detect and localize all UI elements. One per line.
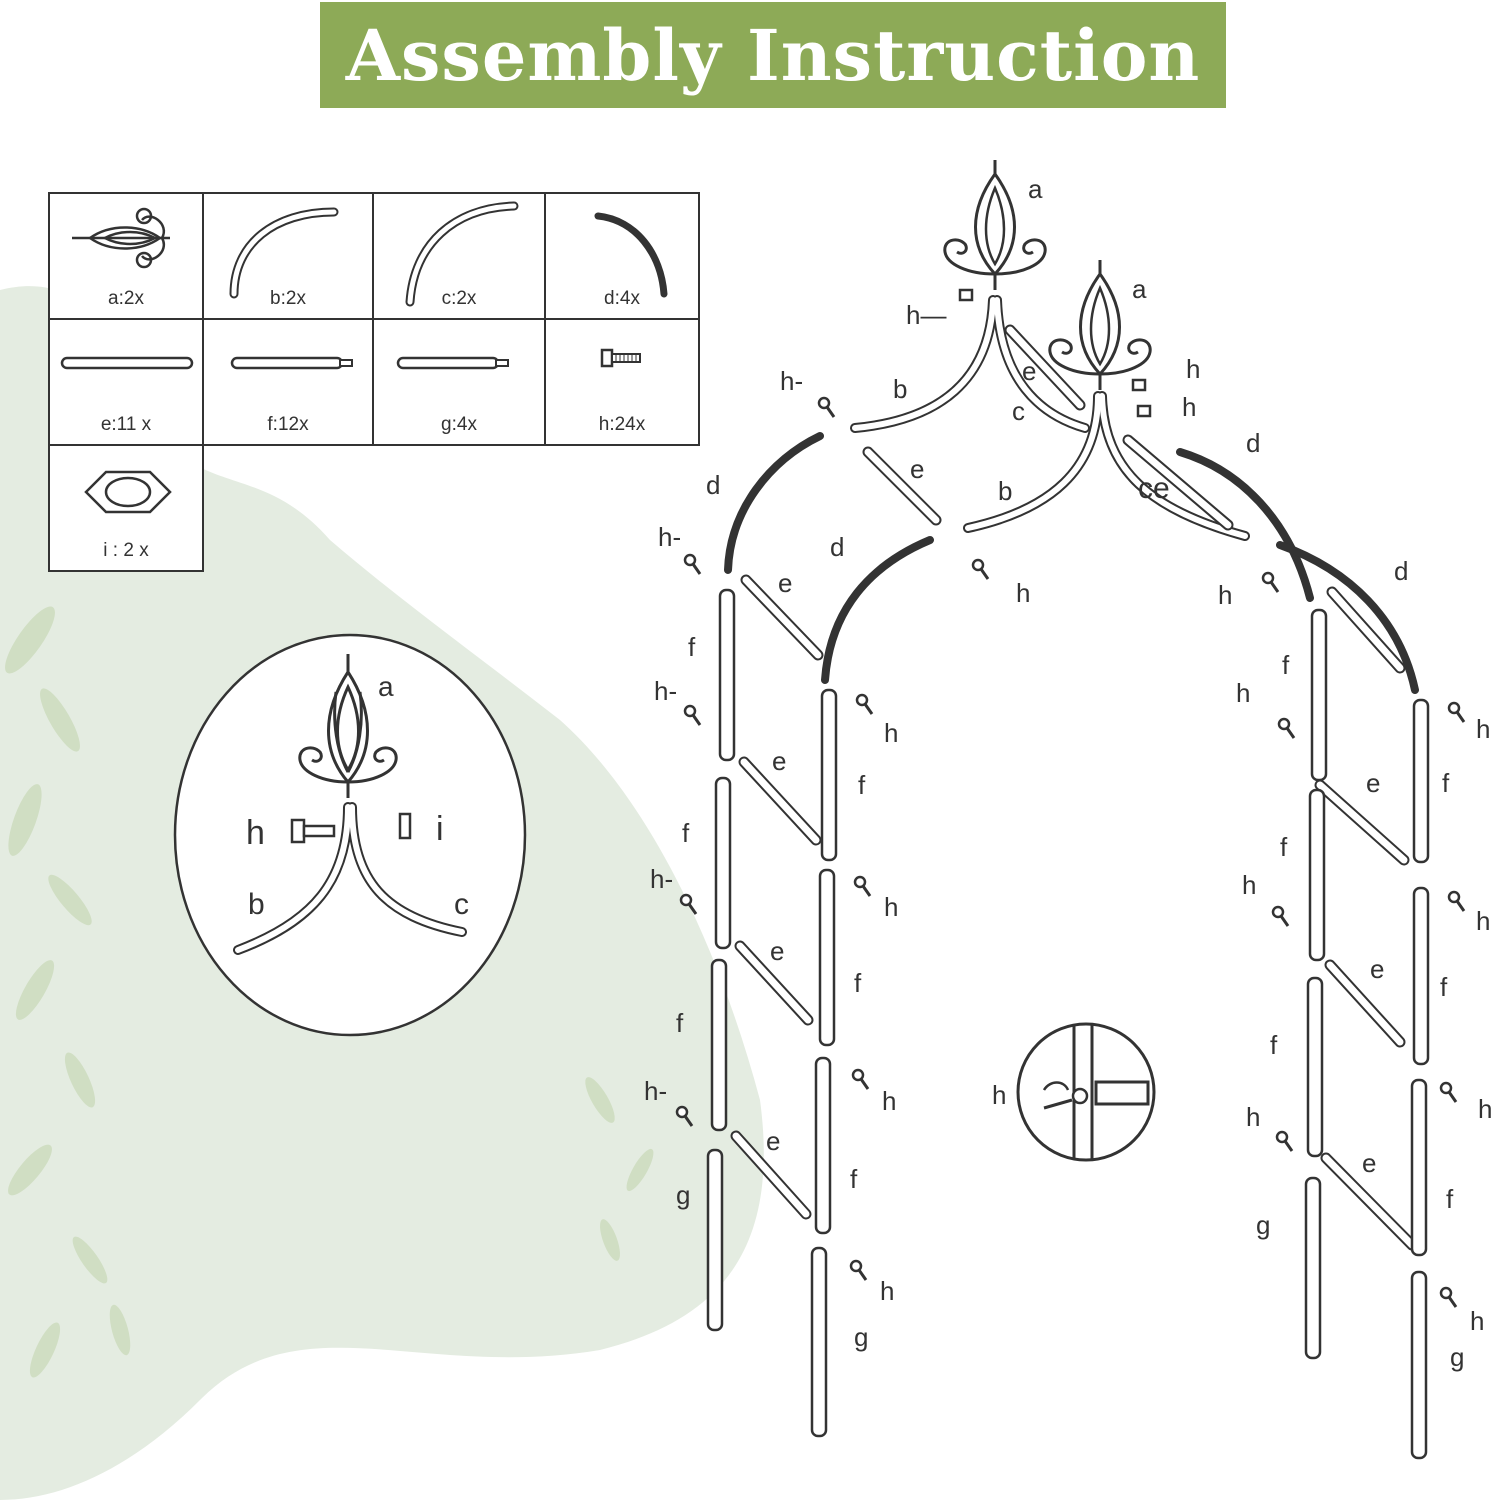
label-h2: h xyxy=(1186,354,1200,384)
label-d2: d xyxy=(830,532,844,562)
top-screws xyxy=(958,288,1152,418)
label-e9: e xyxy=(1362,1148,1376,1178)
label-b2: b xyxy=(998,476,1012,506)
label-e4: e xyxy=(772,746,786,776)
title-banner: Assembly Instruction xyxy=(320,2,1226,108)
label-h9: h- xyxy=(650,864,673,894)
label-e2: e xyxy=(910,454,924,484)
label-f1: f xyxy=(688,632,696,662)
label-f4: f xyxy=(858,770,866,800)
label-f12: f xyxy=(1446,1184,1454,1214)
part-cell-g: g:4x xyxy=(372,318,546,446)
part-label-h: h:24x xyxy=(598,414,646,435)
label-e3: e xyxy=(778,568,792,598)
label-e7: e xyxy=(1366,768,1380,798)
label-f11: f xyxy=(1440,972,1448,1002)
detail-label-c: c xyxy=(454,888,469,921)
finial-icon xyxy=(72,207,170,269)
label-a1: a xyxy=(1028,174,1043,204)
screw-icon xyxy=(600,348,641,368)
arc-c-icon xyxy=(405,201,519,307)
label-h19: h xyxy=(1478,1094,1492,1124)
label-h6: h xyxy=(1218,580,1232,610)
part-cell-h: h:24x xyxy=(544,318,700,446)
label-h3: h xyxy=(1182,392,1196,422)
label-h7: h- xyxy=(654,676,677,706)
label-f3: f xyxy=(676,1008,684,1038)
label-c1: c xyxy=(1012,396,1025,426)
label-e8: e xyxy=(1370,954,1384,984)
label-g1: g xyxy=(676,1180,690,1210)
arc-b-icon xyxy=(229,207,339,299)
tube-g-icon xyxy=(396,356,509,370)
tube-e-icon xyxy=(60,356,194,370)
label-e6: e xyxy=(766,1126,780,1156)
part-label-i: i : 2 x xyxy=(103,540,149,561)
label-h10: h xyxy=(884,892,898,922)
label-ce: ce xyxy=(1138,472,1170,505)
detail-nut-icon xyxy=(398,812,412,840)
page-title: Assembly Instruction xyxy=(345,13,1201,97)
label-f9: f xyxy=(1270,1030,1278,1060)
label-f5: f xyxy=(854,968,862,998)
part-label-d: d:4x xyxy=(604,288,640,309)
part-cell-f: f:12x xyxy=(202,318,374,446)
part-label-c: c:2x xyxy=(441,288,477,309)
label-f2: f xyxy=(682,818,690,848)
label-f7: f xyxy=(1282,650,1290,680)
label-h11: h- xyxy=(644,1076,667,1106)
label-e1: e xyxy=(1022,356,1036,386)
label-f8: f xyxy=(1280,832,1288,862)
detail-label-a: a xyxy=(378,671,394,702)
label-g2: g xyxy=(854,1322,868,1352)
part-label-g: g:4x xyxy=(441,414,477,435)
label-f6: f xyxy=(850,1164,858,1194)
part-cell-a: a:2x xyxy=(48,192,204,320)
part-cell-d: d:4x xyxy=(544,192,700,320)
label-h17: h xyxy=(1476,906,1490,936)
label-h8: h xyxy=(884,718,898,748)
hex-nut-icon xyxy=(84,470,172,514)
part-label-f: f:12x xyxy=(267,414,309,435)
label-h16: h xyxy=(1242,870,1256,900)
label-d1: d xyxy=(706,470,720,500)
label-h5: h xyxy=(1016,578,1030,608)
label-g3: g xyxy=(1256,1210,1270,1240)
label-h20: h xyxy=(1470,1306,1484,1336)
label-h-zoom: h xyxy=(992,1080,1006,1110)
label-h13: h xyxy=(880,1276,894,1306)
detail-label-b: b xyxy=(248,888,265,921)
detail-screw-icon xyxy=(290,818,336,844)
part-cell-e: e:11 x xyxy=(48,318,204,446)
arch-exploded-diagram: a a b b c ce d d d d e e e e e e e e e f… xyxy=(644,158,1492,1460)
label-b1: b xyxy=(893,374,907,404)
joint-zoom-circle xyxy=(1016,1022,1156,1162)
label-h1: h- xyxy=(780,366,803,396)
part-label-b: b:2x xyxy=(270,288,306,309)
tube-f-icon xyxy=(230,356,353,370)
detail-finial xyxy=(298,654,398,798)
label-e5: e xyxy=(770,936,784,966)
part-label-e: e:11 x xyxy=(100,414,152,435)
label-h4: h- xyxy=(658,522,681,552)
parts-list: a:2x b:2x c:2x d:4x e:11 x f:12x xyxy=(48,192,700,572)
detail-label-i: i xyxy=(436,810,444,848)
label-d4: d xyxy=(1394,556,1408,586)
label-a2: a xyxy=(1132,274,1147,304)
detail-label-h: h xyxy=(246,814,265,852)
label-h15: h xyxy=(1476,714,1490,744)
part-cell-b: b:2x xyxy=(202,192,374,320)
label-h12: h xyxy=(882,1086,896,1116)
arc-d-icon xyxy=(594,212,668,298)
part-cell-c: c:2x xyxy=(372,192,546,320)
label-h14: h xyxy=(1236,678,1250,708)
label-g4: g xyxy=(1450,1342,1464,1372)
label-h18: h xyxy=(1246,1102,1260,1132)
label-h-top: h— xyxy=(906,300,946,330)
part-label-a: a:2x xyxy=(108,288,144,309)
part-cell-i: i : 2 x xyxy=(48,444,204,572)
detail-circle: a h i b c xyxy=(173,633,527,1037)
label-d3: d xyxy=(1246,428,1260,458)
label-f10: f xyxy=(1442,768,1450,798)
